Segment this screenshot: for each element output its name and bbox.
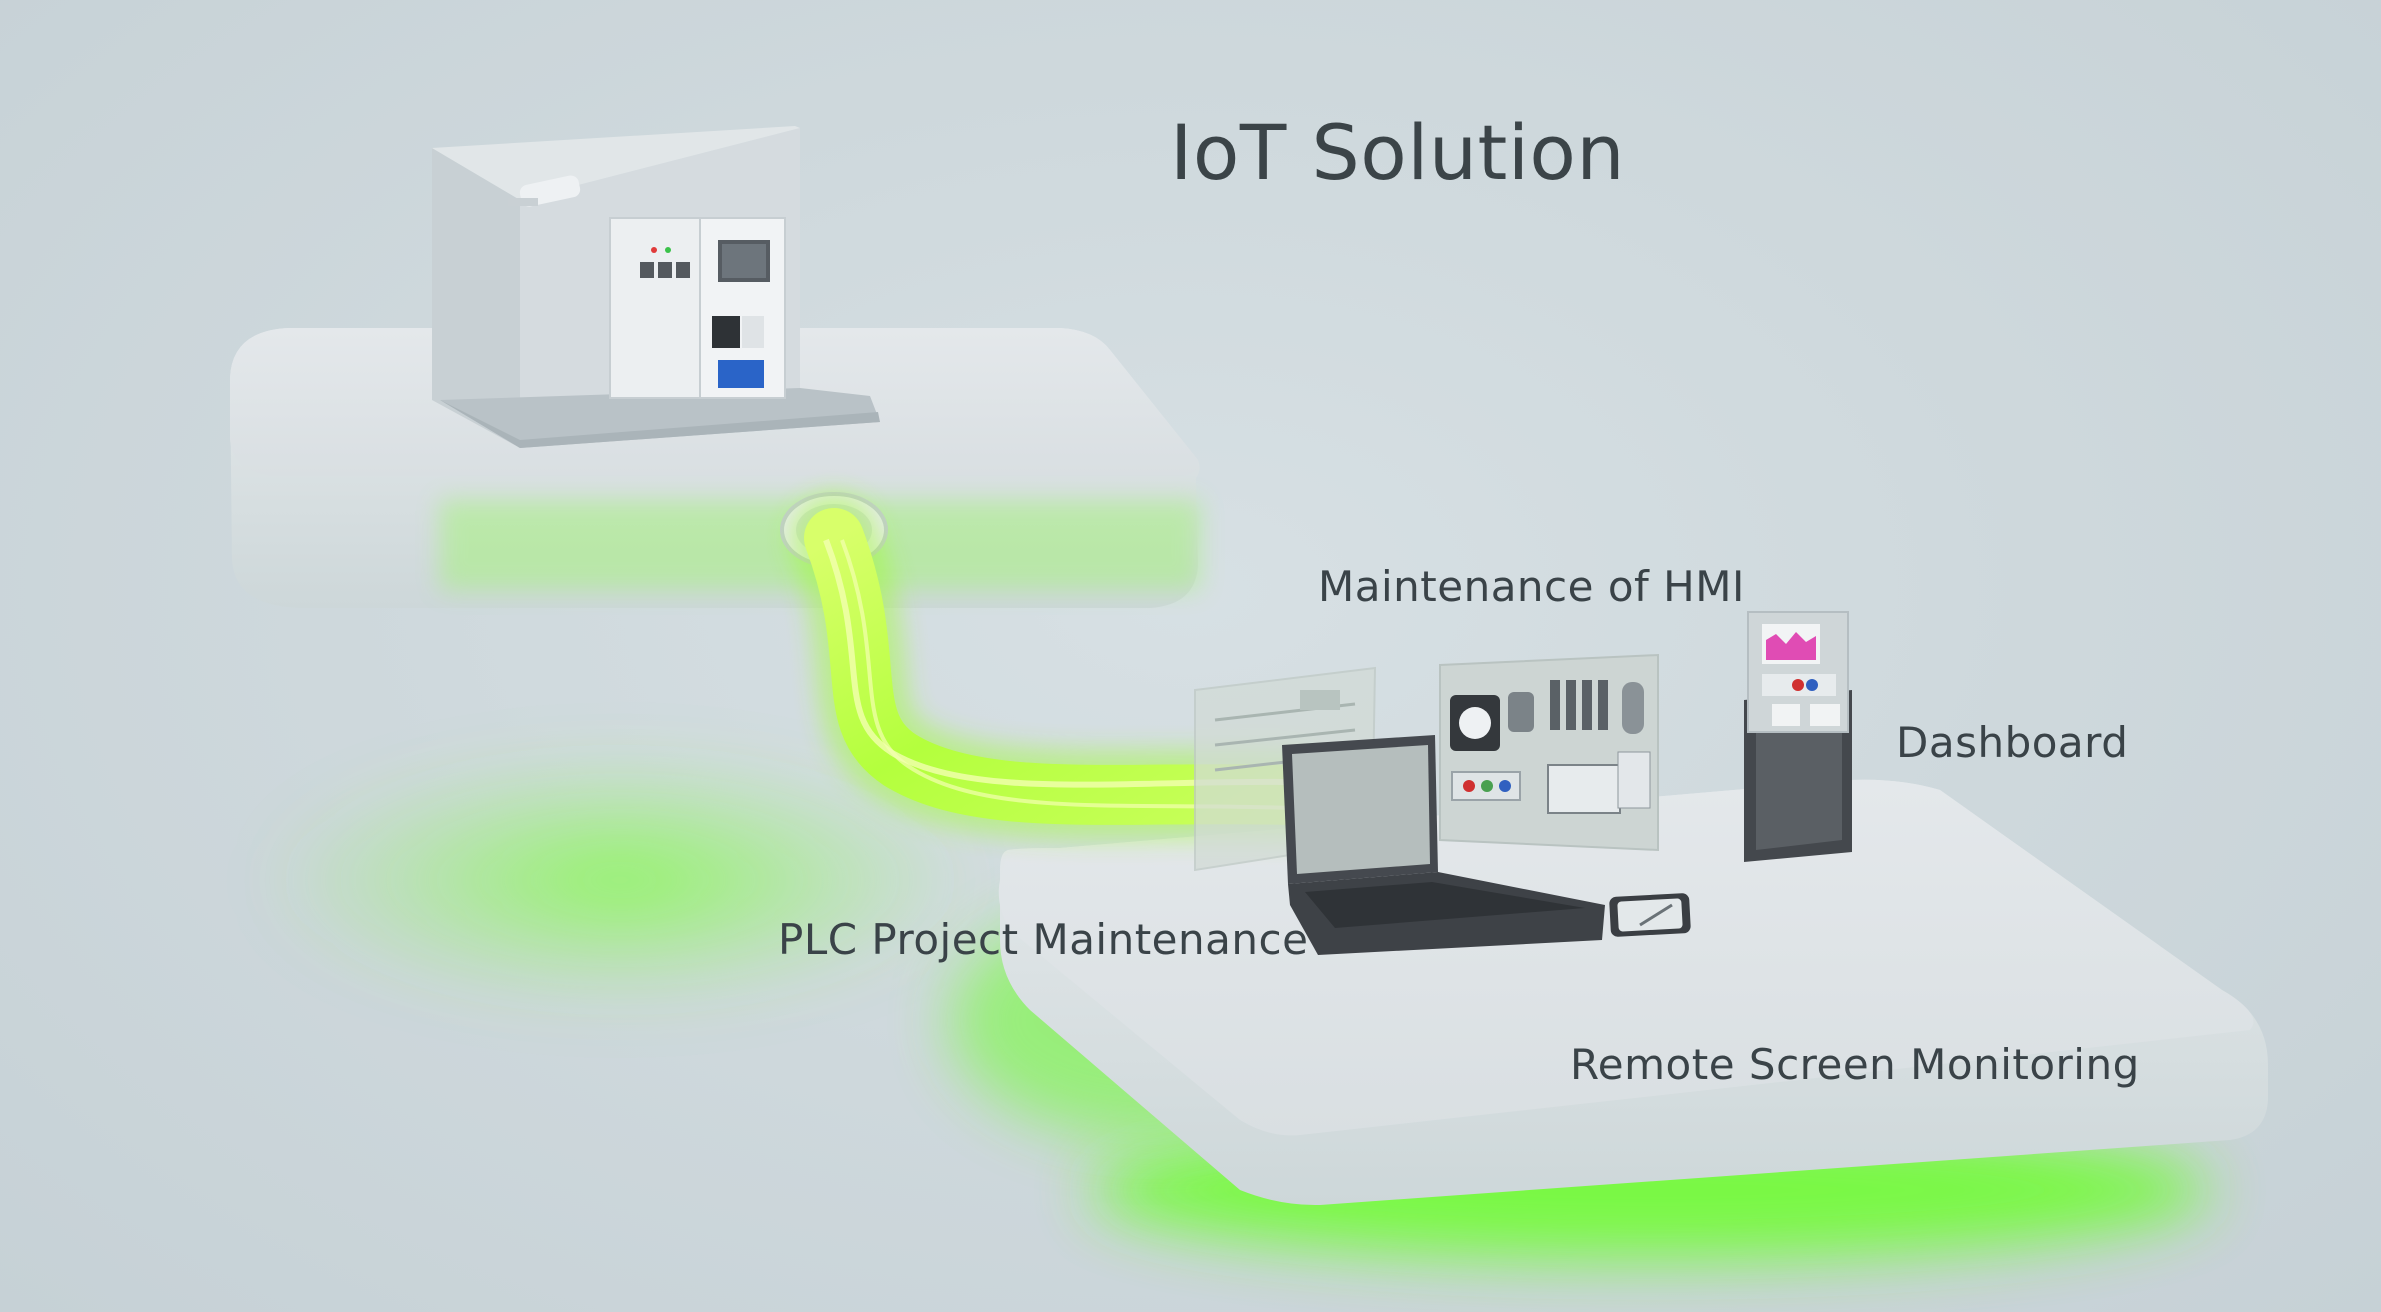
page-title: IoT Solution bbox=[1170, 108, 1626, 197]
label-remote-screen-monitoring: Remote Screen Monitoring bbox=[1570, 1040, 2140, 1089]
label-plc-project-maintenance: PLC Project Maintenance bbox=[778, 915, 1309, 964]
dashboard-tablet-icon bbox=[1744, 611, 1852, 862]
laptop-icon bbox=[1282, 735, 1605, 955]
data-cable-icon bbox=[789, 493, 1335, 840]
plc-controller-icon bbox=[609, 217, 786, 399]
security-camera-icon bbox=[508, 175, 581, 207]
smartphone-icon bbox=[1609, 893, 1691, 937]
label-maintenance-of-hmi: Maintenance of HMI bbox=[1318, 562, 1745, 611]
hmi-panel-icon bbox=[1439, 653, 1659, 852]
label-dashboard: Dashboard bbox=[1896, 718, 2129, 767]
